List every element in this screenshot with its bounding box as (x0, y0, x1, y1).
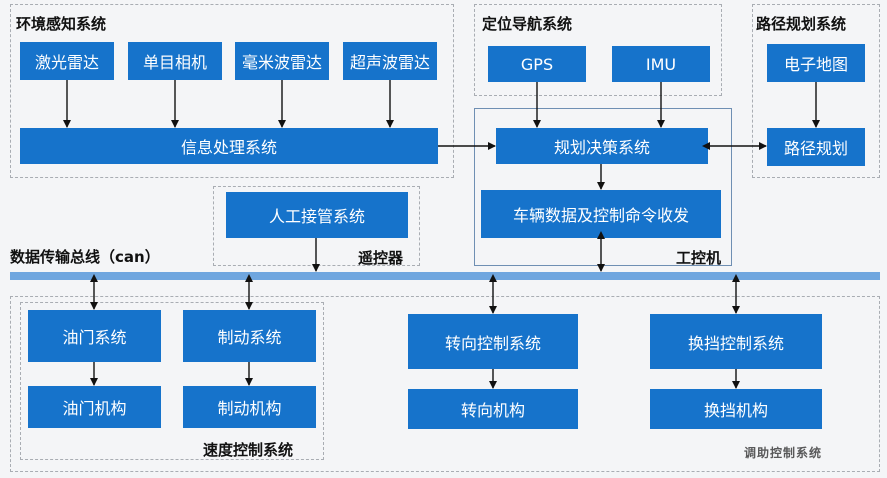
steering-control-box[interactable]: 转向控制系统 (408, 314, 578, 369)
gear-control-box[interactable]: 换挡控制系统 (650, 314, 822, 369)
gps-box[interactable]: GPS (488, 46, 586, 82)
watermark-text: 调助控制系统 (744, 446, 823, 460)
nav-label: 定位导航系统 (482, 15, 573, 33)
planning-decision-box[interactable]: 规划决策系统 (496, 128, 708, 164)
imu-box[interactable]: IMU (612, 46, 710, 82)
path-planning-label: 路径规划系统 (756, 15, 847, 33)
nav-group (474, 4, 722, 96)
throttle-system-box[interactable]: 油门系统 (28, 310, 161, 362)
speed-control-group (20, 302, 324, 460)
mmwave-radar-box[interactable]: 毫米波雷达 (235, 42, 329, 80)
lidar-box[interactable]: 激光雷达 (20, 42, 114, 80)
brake-mechanism-box[interactable]: 制动机构 (183, 386, 316, 428)
bus-label: 数据传输总线（can） (10, 248, 160, 266)
lower-group (10, 296, 880, 472)
vehicle-data-box[interactable]: 车辆数据及控制命令收发 (481, 190, 721, 238)
data-bus (10, 272, 880, 280)
remote-label: 遥控器 (358, 249, 404, 267)
path-planning-group (752, 4, 880, 178)
route-planning-box[interactable]: 路径规划 (767, 128, 865, 166)
throttle-mechanism-box[interactable]: 油门机构 (28, 386, 161, 428)
gear-mechanism-box[interactable]: 换挡机构 (650, 389, 822, 429)
electronic-map-box[interactable]: 电子地图 (767, 44, 865, 82)
speed-control-label: 速度控制系统 (203, 441, 294, 459)
env-perception-label: 环境感知系统 (16, 15, 107, 33)
info-processing-box[interactable]: 信息处理系统 (20, 128, 438, 164)
camera-box[interactable]: 单目相机 (128, 42, 222, 80)
env-perception-group (10, 4, 454, 178)
ultrasonic-radar-box[interactable]: 超声波雷达 (343, 42, 437, 80)
manual-takeover-box[interactable]: 人工接管系统 (226, 192, 408, 238)
steering-mechanism-box[interactable]: 转向机构 (408, 389, 578, 429)
ipc-label: 工控机 (676, 249, 722, 267)
brake-system-box[interactable]: 制动系统 (183, 310, 316, 362)
